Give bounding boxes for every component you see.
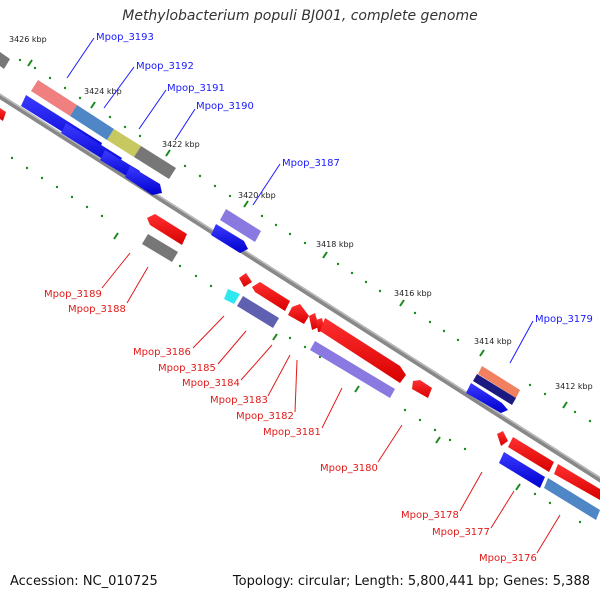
gene-mpop-3178b[interactable]	[508, 437, 554, 472]
gene-label-mpop-3189[interactable]: Mpop_3189	[44, 289, 102, 300]
tick-label-3426: 3426 kbp	[9, 35, 47, 44]
gene-mpop-3188[interactable]	[142, 234, 178, 262]
gene-mpop-3186[interactable]	[239, 273, 252, 287]
gene-label-mpop-3179[interactable]: Mpop_3179	[535, 314, 593, 325]
gene-mpop-3193[interactable]	[31, 80, 77, 116]
gene-mpop-3189[interactable]	[147, 214, 187, 245]
gene-label-mpop-3183[interactable]: Mpop_3183	[210, 395, 268, 406]
gene-blue-d[interactable]	[125, 166, 162, 195]
gene-label-mpop-3193[interactable]: Mpop_3193	[96, 32, 154, 43]
tick-label-3422: 3422 kbp	[162, 140, 200, 149]
gene-mpop-3190[interactable]	[134, 146, 176, 179]
gene-mpop-3187[interactable]	[220, 209, 261, 242]
gene-mpop-3183[interactable]	[288, 304, 309, 324]
gene-mpop-3179[interactable]	[478, 366, 520, 398]
gene-label-mpop-3186[interactable]: Mpop_3186	[133, 347, 191, 358]
gene-label-mpop-3176[interactable]: Mpop_3176	[479, 553, 537, 564]
gene-mpop-3186b[interactable]	[224, 289, 240, 304]
tick-label-3416: 3416 kbp	[394, 289, 432, 298]
gene-mpop-3180[interactable]	[412, 380, 432, 398]
inner-tick-ring	[10, 156, 582, 524]
tick-label-3412: 3412 kbp	[555, 382, 593, 391]
gene-blue-f[interactable]	[466, 383, 508, 413]
gene-mpop-3181[interactable]	[320, 318, 406, 383]
gene-label-mpop-3191[interactable]: Mpop_3191	[167, 83, 225, 94]
gene-label-mpop-3187[interactable]: Mpop_3187	[282, 158, 340, 169]
tick-label-3414: 3414 kbp	[474, 337, 512, 346]
tick-label-3418: 3418 kbp	[316, 240, 354, 249]
gene-red-edge[interactable]	[0, 108, 6, 121]
gene-mpop-3178[interactable]	[497, 431, 508, 446]
outer-major-ticks	[27, 59, 568, 409]
gene-mpop-3185[interactable]	[252, 282, 290, 311]
outer-tick-ring	[18, 58, 592, 423]
tick-label-3424: 3424 kbp	[84, 87, 122, 96]
gene-label-mpop-3185[interactable]: Mpop_3185	[158, 363, 216, 374]
gene-navy[interactable]	[473, 374, 516, 405]
gene-grey-edge[interactable]	[0, 52, 10, 69]
gene-label-mpop-3180[interactable]: Mpop_3180	[320, 463, 378, 474]
gene-mpop-3184[interactable]	[237, 296, 279, 328]
inner-major-ticks	[113, 232, 521, 491]
gene-mpop-3181b[interactable]	[310, 341, 395, 398]
page-title: Methylobacterium populi BJ001, complete …	[122, 8, 478, 24]
gene-mpop-3176[interactable]	[554, 464, 600, 500]
gene-mpop-3192[interactable]	[70, 105, 114, 140]
bottom-label-leaders	[101, 252, 561, 554]
genome-backbone-highlight	[0, 93, 600, 479]
gene-label-mpop-3190[interactable]: Mpop_3190	[196, 101, 254, 112]
gene-label-mpop-3177[interactable]: Mpop_3177	[432, 527, 490, 538]
gene-blue-e[interactable]	[211, 224, 248, 253]
tick-label-3420: 3420 kbp	[238, 191, 276, 200]
topology-text: Topology: circular; Length: 5,800,441 bp…	[232, 574, 590, 589]
top-label-leaders	[66, 37, 534, 364]
accession-text: Accession: NC_010725	[10, 574, 158, 589]
gene-mpop-3176b[interactable]	[544, 478, 600, 520]
gene-label-mpop-3182[interactable]: Mpop_3182	[236, 411, 294, 422]
gene-label-mpop-3184[interactable]: Mpop_3184	[182, 378, 240, 389]
gene-label-mpop-3178[interactable]: Mpop_3178	[401, 510, 459, 521]
gene-label-mpop-3181[interactable]: Mpop_3181	[263, 427, 321, 438]
top-strand-genes	[0, 52, 520, 413]
gene-label-mpop-3192[interactable]: Mpop_3192	[136, 61, 194, 72]
gene-mpop-3191[interactable]	[107, 129, 141, 157]
gene-mpop-3182[interactable]	[309, 313, 319, 330]
gene-mpop-3177[interactable]	[499, 452, 545, 488]
gene-label-mpop-3188[interactable]: Mpop_3188	[68, 304, 126, 315]
genome-backbone	[0, 93, 600, 483]
bottom-strand-genes	[0, 108, 600, 520]
